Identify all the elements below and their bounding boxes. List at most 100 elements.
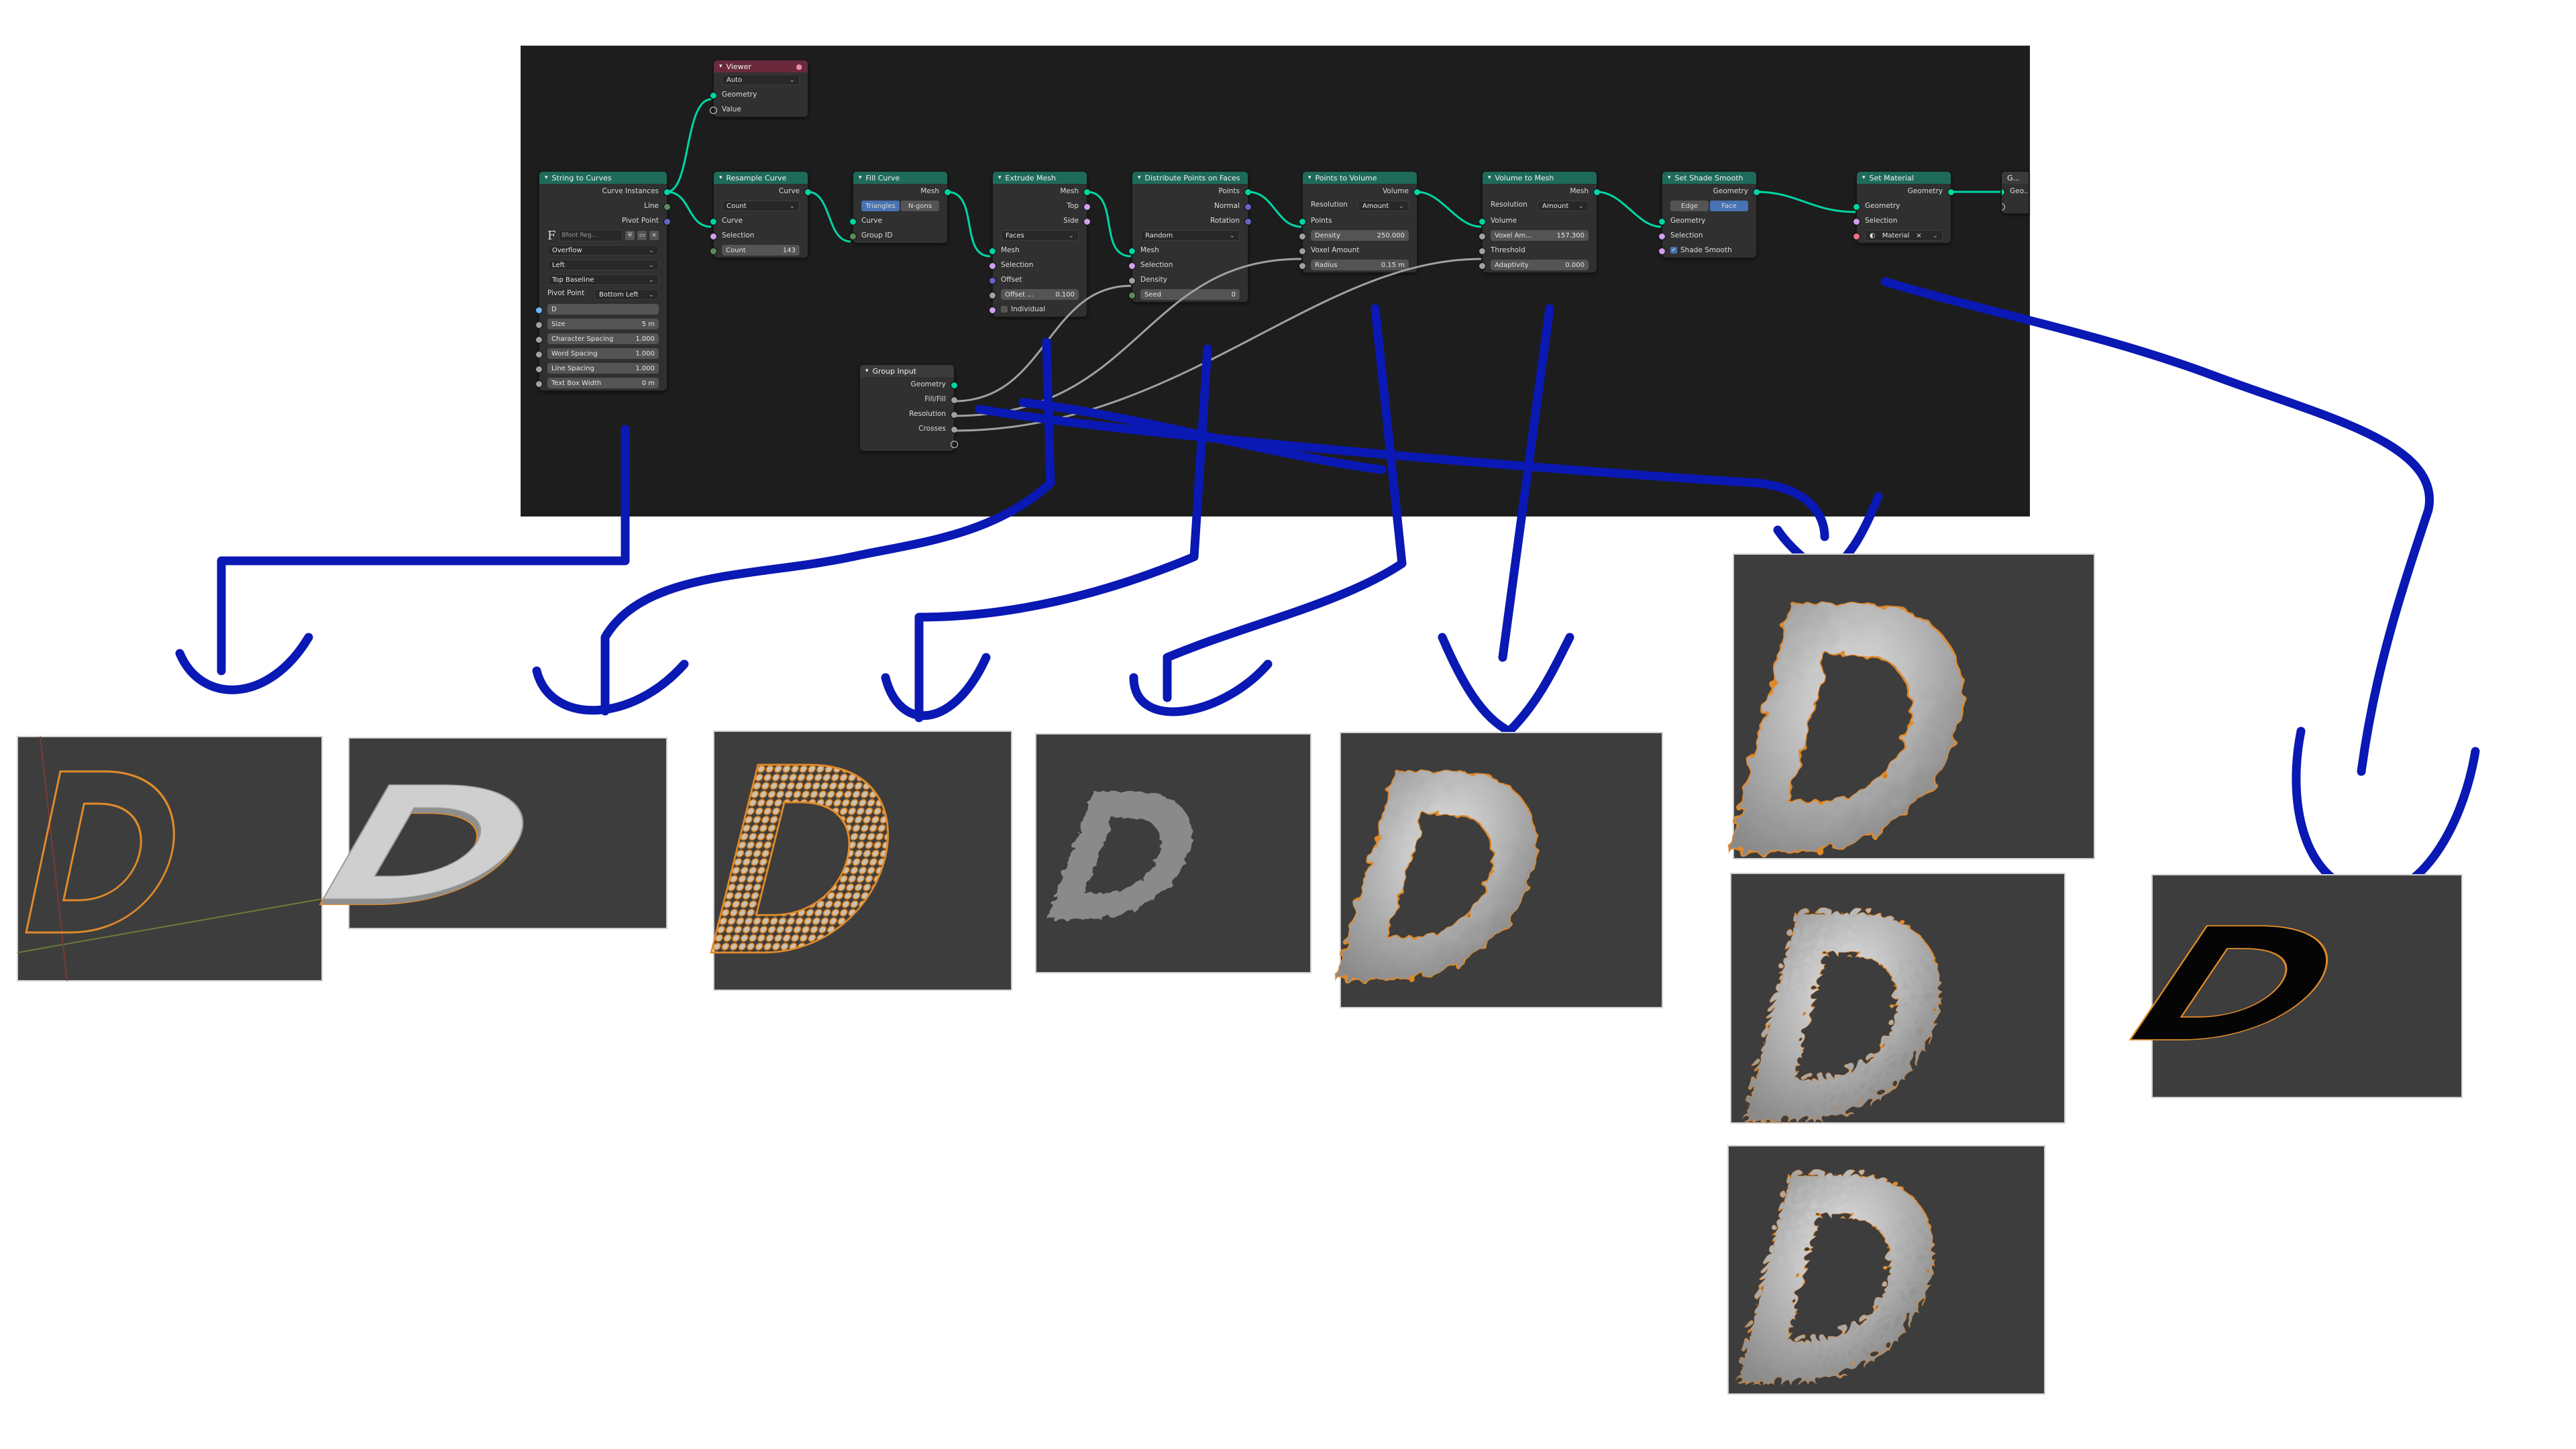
node-string-to-curves[interactable]: ▾String to Curves Curve Instances Line P… — [535, 171, 671, 391]
socket-selection[interactable] — [989, 262, 996, 270]
close-icon[interactable]: × — [649, 231, 659, 240]
voxel-amount-field[interactable]: Voxel Am...157.300 — [1491, 230, 1589, 241]
node-resample-curve[interactable]: ▾Resample Curve Curve Count Curve Select… — [710, 171, 812, 258]
node-distribute-points[interactable]: ▾Distribute Points on Faces Points Norma… — [1128, 171, 1252, 303]
socket-value[interactable] — [710, 106, 717, 114]
node-header[interactable]: ▾Distribute Points on Faces — [1132, 172, 1248, 184]
shield-icon[interactable]: ⛨ — [625, 231, 635, 240]
domain-edge-button[interactable]: Edge — [1670, 201, 1709, 211]
socket-geometry-out[interactable] — [1947, 188, 1955, 196]
mode-triangles-button[interactable]: Triangles — [861, 201, 900, 211]
collapse-chevron-icon[interactable]: ▾ — [719, 174, 722, 181]
collapse-chevron-icon[interactable]: ▾ — [1488, 174, 1491, 181]
collapse-chevron-icon[interactable]: ▾ — [1668, 174, 1671, 181]
socket-seed[interactable] — [1128, 291, 1136, 299]
string-field[interactable]: D — [547, 304, 659, 315]
socket-mesh-out[interactable] — [1083, 188, 1091, 196]
collapse-chevron-icon[interactable]: ▾ — [1308, 174, 1311, 181]
node-editor[interactable]: ▾Viewer● Auto Geometry Value ▾String to … — [521, 46, 2030, 517]
resolution-dropdown[interactable]: Amount — [1538, 201, 1589, 211]
close-icon[interactable]: × — [1916, 231, 1922, 239]
node-header[interactable]: ▾Volume to Mesh — [1483, 172, 1597, 184]
socket-geometry[interactable] — [710, 91, 717, 99]
collapse-chevron-icon[interactable]: ▾ — [545, 174, 548, 181]
socket-top[interactable] — [1083, 203, 1091, 211]
folder-icon[interactable]: ▭ — [637, 231, 647, 240]
node-header[interactable]: ▾Set Shade Smooth — [1662, 172, 1756, 184]
socket-threshold[interactable] — [1479, 247, 1486, 255]
eye-icon[interactable]: ● — [796, 62, 802, 71]
socket-shade-smooth[interactable] — [1658, 247, 1666, 255]
socket-geometry-in[interactable] — [1853, 203, 1860, 211]
socket-mesh-out[interactable] — [1593, 188, 1601, 196]
domain-face-button[interactable]: Face — [1710, 201, 1748, 211]
node-header[interactable]: ▾Viewer● — [714, 60, 808, 72]
node-header[interactable]: ▾Points to Volume — [1303, 172, 1417, 184]
socket-line[interactable] — [663, 203, 671, 211]
socket-offset-scale[interactable] — [989, 291, 996, 299]
socket-pivot-point[interactable] — [663, 217, 671, 225]
socket-voxel-amount[interactable] — [1299, 247, 1306, 255]
socket-selection[interactable] — [1128, 262, 1136, 270]
shade-smooth-checkbox[interactable]: ✓ — [1670, 247, 1677, 254]
socket-curve-in[interactable] — [849, 217, 857, 225]
socket-offset[interactable] — [989, 276, 996, 284]
socket-radius[interactable] — [1299, 262, 1306, 270]
socket-fill[interactable] — [951, 396, 958, 404]
collapse-chevron-icon[interactable]: ▾ — [1862, 174, 1866, 181]
node-group-output[interactable]: G... Geo... — [2001, 171, 2029, 214]
node-header[interactable]: ▾Group Input — [860, 365, 954, 377]
socket-geometry-out[interactable] — [951, 381, 958, 389]
socket-mesh-in[interactable] — [989, 247, 996, 255]
socket-density[interactable] — [1299, 232, 1306, 240]
socket-size[interactable] — [535, 321, 543, 329]
node-header[interactable]: ▾Extrude Mesh — [993, 172, 1087, 184]
socket-curve-instances[interactable] — [663, 188, 671, 196]
collapse-chevron-icon[interactable]: ▾ — [998, 174, 1002, 181]
pivot-dropdown[interactable]: Bottom Left — [594, 289, 659, 300]
node-header[interactable]: ▾String to Curves — [539, 172, 667, 184]
socket-geometry-in[interactable] — [2002, 188, 2005, 196]
socket-selection[interactable] — [1853, 217, 1860, 225]
align-x-dropdown[interactable]: Left — [547, 260, 659, 270]
collapse-chevron-icon[interactable]: ▾ — [865, 368, 869, 374]
mode-dropdown[interactable]: Count — [722, 201, 800, 211]
domain-dropdown[interactable]: Auto — [722, 74, 800, 85]
socket-rotation[interactable] — [1244, 217, 1252, 225]
node-viewer[interactable]: ▾Viewer● Auto Geometry Value — [710, 60, 808, 117]
node-header[interactable]: ▾Fill Curve — [853, 172, 947, 184]
socket-word-spacing[interactable] — [535, 350, 543, 358]
socket-points-in[interactable] — [1299, 217, 1306, 225]
socket-string[interactable] — [535, 306, 543, 314]
mode-dropdown[interactable]: Random — [1140, 230, 1240, 241]
socket-selection[interactable] — [1658, 232, 1666, 240]
collapse-chevron-icon[interactable]: ▾ — [859, 174, 862, 181]
socket-char-spacing[interactable] — [535, 335, 543, 343]
resolution-dropdown[interactable]: Amount — [1358, 201, 1409, 211]
socket-side[interactable] — [1083, 217, 1091, 225]
node-header[interactable]: G... — [2002, 172, 2029, 184]
node-group-input[interactable]: ▾Group Input Geometry Fill/Fill Resoluti… — [859, 364, 958, 451]
mode-ngons-button[interactable]: N-gons — [901, 201, 939, 211]
socket-line-spacing[interactable] — [535, 365, 543, 373]
socket-count[interactable] — [710, 247, 717, 255]
node-extrude-mesh[interactable]: ▾Extrude Mesh Mesh Top Side Faces Mesh S… — [989, 171, 1091, 317]
collapse-chevron-icon[interactable]: ▾ — [1138, 174, 1141, 181]
socket-individual[interactable] — [989, 306, 996, 314]
socket-text-box-width[interactable] — [535, 380, 543, 388]
socket-group-id[interactable] — [849, 232, 857, 240]
